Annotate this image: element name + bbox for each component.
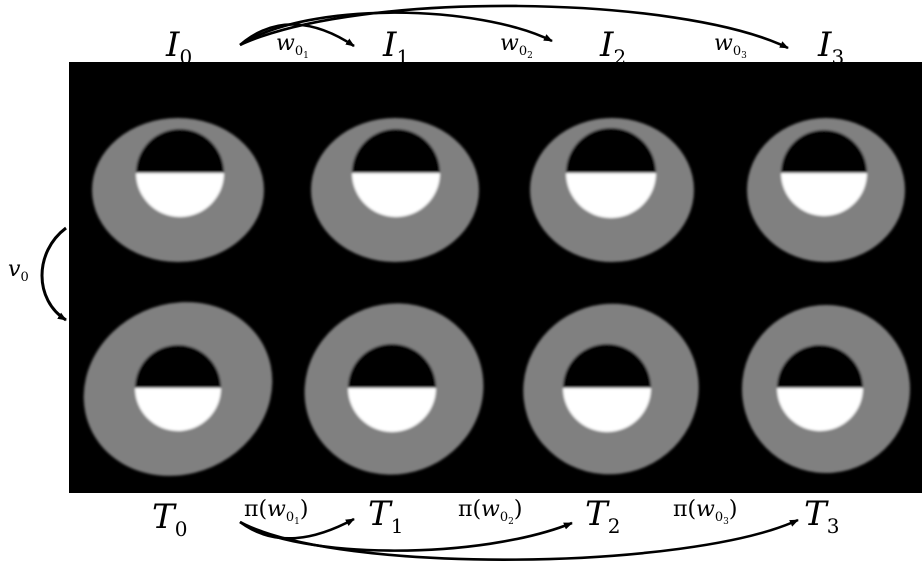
phantom-top-3 [747,118,905,262]
phantom-bottom-2 [523,303,699,475]
phantom-top-2-hole-bottom [566,173,656,218]
phantom-group [83,118,910,476]
phantom-bottom-3-hole-top [777,345,863,388]
phantom-top-0-hole-top [136,129,224,173]
arrow-w03 [239,4,789,50]
top-label-0: I0 [165,25,192,69]
label-pi-w03: π(w03) [673,497,738,527]
bottom-label-0: T0 [152,497,187,541]
bottom-label-1: T1 [368,494,403,538]
phantom-top-1 [311,118,479,262]
top-label-1: I1 [382,25,409,69]
phantom-bottom-1-hole-top [348,344,436,388]
phantom-top-1-hole-top [352,129,440,173]
phantom-bottom-0-hole-bottom [135,388,221,431]
phantom-bottom-2-hole-bottom [563,388,651,432]
phantom-top-0 [92,118,264,262]
bottom-arrows [239,517,799,561]
top-arrow-labels: w01 w02 w03 [276,31,747,61]
arrow-pi-w03 [239,518,799,561]
arrow-pi-w02 [239,520,573,552]
bottom-arrow-labels: π(w01) π(w02) π(w03) [244,497,738,527]
phantom-bottom-1 [304,303,484,475]
top-label-2: I2 [599,25,626,69]
top-label-3: I3 [817,25,844,69]
phantom-top-3-hole-bottom [781,173,867,216]
arrow-w01 [239,23,355,48]
top-image-labels: I0 I1 I2 I3 [165,25,844,69]
phantom-top-3-hole-top [781,130,867,173]
phantom-bottom-2-hole-top [563,344,651,388]
phantom-bottom-3 [742,305,910,473]
top-arrows [239,4,789,50]
phantom-bottom-1-hole-bottom [348,388,436,432]
phantom-bottom-0 [83,302,273,476]
phantom-top-2-hole-top [566,128,656,173]
bottom-label-3: T3 [804,494,839,538]
arrow-v0 [40,226,67,322]
label-w03: w03 [714,31,747,61]
phantom-top-2 [530,118,694,262]
label-w01: w01 [276,31,309,61]
bottom-image-labels: T0 T1 T2 T3 [152,494,839,541]
label-pi-w01: π(w01) [244,497,309,527]
phantom-bottom-0-hole-top [135,345,221,388]
bottom-label-2: T2 [585,494,620,538]
label-w02: w02 [500,31,533,61]
phantom-top-0-hole-bottom [136,173,224,217]
label-pi-w02: π(w02) [458,497,523,527]
phantom-top-1-hole-bottom [352,173,440,217]
label-v0: v0 [8,257,29,285]
phantom-bottom-3-hole-bottom [777,388,863,431]
arrow-w02 [239,11,553,47]
